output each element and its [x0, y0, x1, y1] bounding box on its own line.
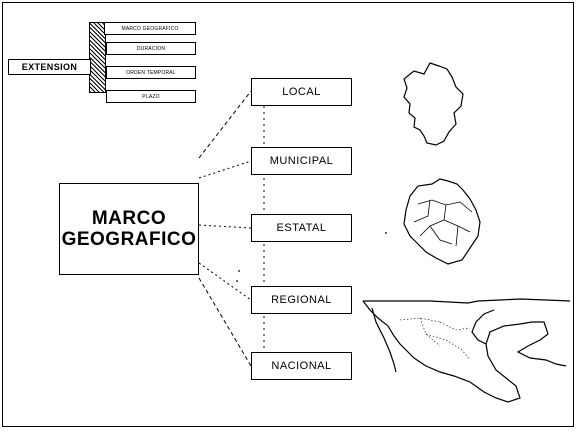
nacional-map-boundaries — [399, 317, 471, 361]
speck — [236, 280, 238, 282]
estatal-map-icon — [403, 178, 481, 265]
extension-item-label: DURACION — [136, 45, 166, 52]
speck — [238, 270, 240, 272]
level-label: ESTATAL — [276, 222, 327, 234]
level-nacional: NACIONAL — [251, 352, 352, 380]
extension-box: EXTENSION — [8, 59, 91, 75]
level-label: REGIONAL — [271, 294, 332, 306]
connector-regional — [198, 262, 252, 301]
level-label: NACIONAL — [271, 360, 332, 372]
local-map-icon — [403, 62, 464, 146]
marco-geografico-box: MARCO GEOGRAFICO — [59, 183, 199, 275]
extension-label: EXTENSION — [21, 62, 78, 72]
estatal-map-boundaries — [413, 199, 473, 247]
level-municipal: MUNICIPAL — [251, 147, 352, 175]
main-title-line2: GEOGRAFICO — [61, 229, 197, 250]
level-label: LOCAL — [282, 86, 321, 98]
extension-item-label: MARCO GEOGRAFICO — [121, 25, 179, 32]
hatched-bracket — [89, 22, 106, 93]
connector-local — [198, 90, 252, 159]
extension-item-plazo: PLAZO — [106, 90, 196, 103]
connector-estatal — [198, 224, 252, 229]
level-regional: REGIONAL — [251, 286, 352, 314]
level-local: LOCAL — [251, 78, 352, 106]
extension-item-label: ORDEN TEMPORAL — [126, 69, 176, 76]
extension-item-marco-geografico: MARCO GEOGRAFICO — [104, 22, 196, 35]
nacional-map-icon — [362, 298, 571, 403]
extension-item-label: PLAZO — [142, 93, 160, 100]
level-label: MUNICIPAL — [269, 155, 334, 167]
main-title-line1: MARCO — [91, 208, 167, 229]
level-estatal: ESTATAL — [251, 214, 352, 242]
extension-item-duracion: DURACION — [106, 42, 196, 55]
connector-municipal — [198, 160, 252, 179]
speck — [385, 232, 387, 234]
connector-nacional — [198, 277, 252, 367]
extension-item-orden-temporal: ORDEN TEMPORAL — [106, 66, 196, 79]
